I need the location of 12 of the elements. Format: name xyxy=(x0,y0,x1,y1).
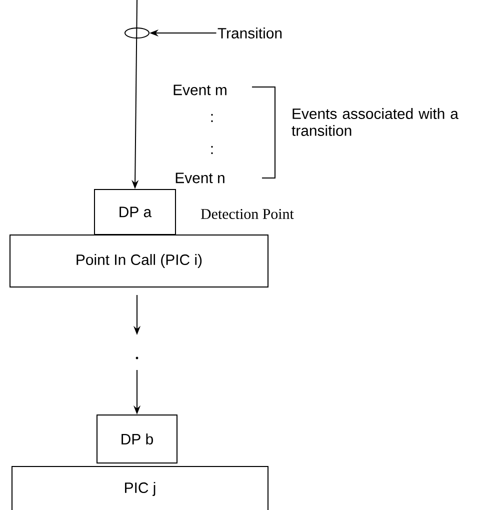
process-box: DP b xyxy=(96,414,178,464)
transition-label: Transition xyxy=(218,28,282,38)
bracket-label: Events associated with a transition xyxy=(292,108,458,136)
process-box: Point In Call (PIC i) xyxy=(10,234,268,288)
process-box: PIC j xyxy=(12,466,268,510)
transition-ellipse xyxy=(124,28,150,38)
event-label: Event m xyxy=(174,84,226,96)
event-label: Event n xyxy=(176,172,224,184)
beside-label: Detection Point xyxy=(200,208,294,220)
ellipsis-label: : xyxy=(211,146,213,154)
process-box: DP a xyxy=(94,189,176,235)
ellipsis-label: : xyxy=(211,114,213,122)
